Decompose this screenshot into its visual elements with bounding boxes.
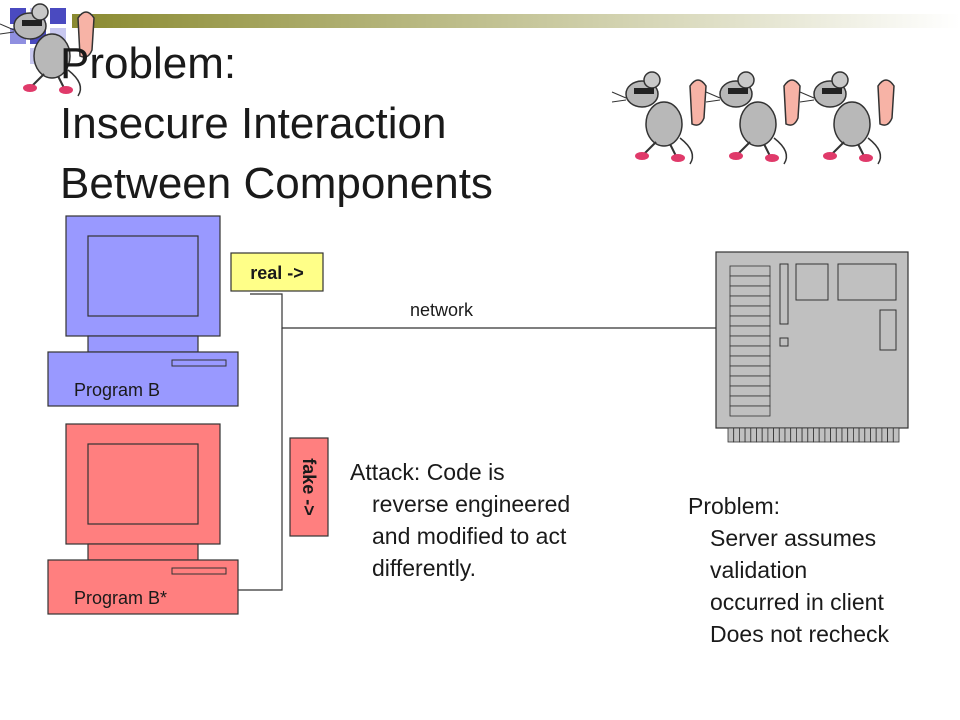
fake-tag-label: fake -> [299,458,319,516]
network-label: network [410,300,474,320]
disk-slot [171,567,227,575]
server-problem-line: Does not recheck [710,621,889,647]
server-vent [729,295,771,307]
server-connector-pin [756,427,763,443]
server-connector-pin [887,427,894,443]
server-problem-description: Problem: Server assumes validation occur… [688,490,948,650]
server-connector-pin [858,427,866,443]
server-vent [729,285,771,297]
server-connector-pin [875,427,883,443]
server-connector-pin [778,427,786,443]
fake-client-computer: Program B* [47,423,239,615]
server-connector-pin [824,427,832,443]
server-connector-pin [892,427,900,443]
real-tag-label: real -> [250,263,304,283]
title-line: Between Components [60,159,493,208]
server-vent [729,365,771,377]
server-connector-pin [733,427,740,443]
title-line: Problem: [60,39,237,88]
server-connector-pin [773,427,780,443]
server-connector-pin [818,427,826,443]
server-vent [729,265,771,277]
title-line: Insecure Interaction [60,99,447,148]
server-vent [729,335,771,347]
server-connector-pin [870,427,877,443]
server-connector-pin [796,427,803,443]
server-vent [729,385,771,397]
corner-square [50,8,66,24]
server-vent [729,305,771,317]
attack-line: reverse engineered [372,491,571,517]
server-connector-pin [801,427,809,443]
network-line [250,293,716,329]
server-connector-pin [830,427,837,443]
server-tower-icon [715,251,909,443]
monitor-screen [87,443,199,525]
connection-lines [238,293,716,591]
server-connector-pin [750,427,757,443]
server-vent [729,375,771,387]
server-connector-pin [864,427,871,443]
server-problem-line: occurred in client [710,589,884,615]
server-vent [729,355,771,367]
disk-slot [171,359,227,367]
server-vent [729,315,771,327]
server-vent [729,395,771,407]
real-tag: real -> [230,252,324,292]
server-connector-pin [807,427,814,443]
thief-mouse-icon [0,3,95,97]
attack-line: differently. [372,555,476,581]
server-connector-pin [847,427,854,443]
monitor-stand [87,335,199,353]
server-vent [729,325,771,337]
server-connector-pin [744,427,752,443]
attack-description: Attack: Code is reverse engineered and m… [350,456,620,584]
server-vent [729,275,771,287]
monitor-screen [87,235,199,317]
program-b-star-label: Program B* [74,588,167,608]
thief-mice-clipart [0,3,895,165]
server-connector-pin [739,427,746,443]
server-connector-pin [813,427,820,443]
server-connector-pin [784,427,792,443]
genuine-client-computer: Program B [47,215,239,407]
slide-title: Problem: Insecure Interaction Between Co… [60,34,493,214]
server-connector-pin [841,427,849,443]
server-connector-pin [835,427,843,443]
top-gradient-bar [72,14,960,28]
server-connector-pin [767,427,775,443]
server-connector-pin [881,427,889,443]
server-problem-heading: Problem: [688,493,781,519]
monitor-stand [87,543,199,561]
server-vent [729,345,771,357]
server-problem-line: Server assumes [710,525,877,551]
attack-heading: Attack: Code is [350,459,505,485]
server-vent [729,405,771,417]
server-connector-pin [853,427,860,443]
server-connector-pin [761,427,769,443]
server-problem-line: validation [710,557,808,583]
server-connector-pin [727,427,735,443]
program-b-label: Program B [74,380,160,400]
fake-tag: fake -> [289,437,329,537]
fake-client-link [238,328,283,591]
attack-line: and modified to act [372,523,567,549]
server-connector-pin [790,427,797,443]
